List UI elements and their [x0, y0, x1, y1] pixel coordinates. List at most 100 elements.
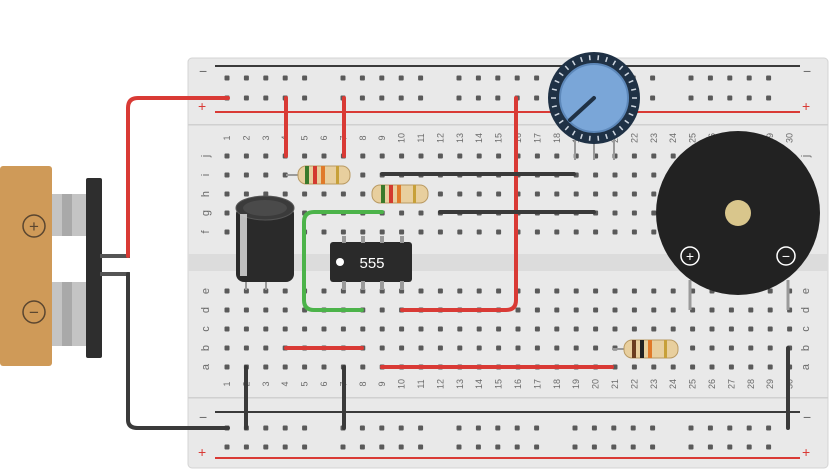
battery-positive-wire[interactable] [126, 96, 230, 258]
hole-top-rail-minus[interactable] [650, 75, 656, 81]
hole-i3[interactable] [263, 172, 269, 178]
hole-top-rail-plus[interactable] [359, 95, 365, 101]
hole-bottom-rail-plus[interactable] [688, 444, 694, 450]
hole-j13[interactable] [457, 153, 463, 159]
hole-e13[interactable] [457, 288, 463, 294]
hole-g10[interactable] [399, 210, 405, 216]
hole-j24[interactable] [670, 153, 676, 159]
jumper-wires[interactable] [244, 96, 790, 430]
hole-top-rail-minus[interactable] [727, 75, 733, 81]
hole-i2[interactable] [243, 172, 249, 178]
hole-h2[interactable] [243, 191, 249, 197]
hole-top-rail-plus[interactable] [495, 95, 501, 101]
hole-g21[interactable] [612, 210, 618, 216]
hole-h1[interactable] [224, 191, 230, 197]
hole-top-rail-minus[interactable] [746, 75, 752, 81]
hole-top-rail-plus[interactable] [475, 95, 481, 101]
hole-b19[interactable] [573, 345, 579, 351]
hole-b27[interactable] [728, 345, 734, 351]
hole-bottom-rail-plus[interactable] [282, 444, 288, 450]
hole-top-rail-plus[interactable] [746, 95, 752, 101]
hole-bottom-rail-plus[interactable] [611, 444, 617, 450]
hole-bottom-rail-minus[interactable] [379, 425, 385, 431]
hole-d9[interactable] [379, 307, 385, 313]
hole-bottom-rail-plus[interactable] [650, 444, 656, 450]
hole-d17[interactable] [534, 307, 540, 313]
hole-bottom-rail-minus[interactable] [630, 425, 636, 431]
hole-f11[interactable] [418, 229, 424, 235]
hole-top-rail-minus[interactable] [398, 75, 404, 81]
hole-h3[interactable] [263, 191, 269, 197]
hole-b14[interactable] [476, 345, 482, 351]
hole-b12[interactable] [437, 345, 443, 351]
hole-bottom-rail-minus[interactable] [282, 425, 288, 431]
hole-bottom-rail-minus[interactable] [766, 425, 772, 431]
hole-i20[interactable] [593, 172, 599, 178]
hole-top-rail-minus[interactable] [766, 75, 772, 81]
hole-top-rail-plus[interactable] [302, 95, 308, 101]
hole-e1[interactable] [224, 288, 230, 294]
hole-j10[interactable] [399, 153, 405, 159]
hole-c17[interactable] [534, 326, 540, 332]
hole-a22[interactable] [631, 364, 637, 370]
hole-c6[interactable] [321, 326, 327, 332]
hole-bottom-rail-plus[interactable] [707, 444, 713, 450]
hole-g23[interactable] [651, 210, 657, 216]
hole-top-rail-plus[interactable] [398, 95, 404, 101]
piezo-buzzer[interactable]: + − [656, 131, 820, 310]
hole-j17[interactable] [534, 153, 540, 159]
hole-c5[interactable] [302, 326, 308, 332]
hole-c22[interactable] [631, 326, 637, 332]
hole-j23[interactable] [651, 153, 657, 159]
hole-top-rail-plus[interactable] [766, 95, 772, 101]
capacitor[interactable] [235, 195, 295, 290]
hole-c11[interactable] [418, 326, 424, 332]
hole-d4[interactable] [282, 307, 288, 313]
hole-bottom-rail-minus[interactable] [495, 425, 501, 431]
hole-f10[interactable] [399, 229, 405, 235]
hole-f20[interactable] [593, 229, 599, 235]
hole-a27[interactable] [728, 364, 734, 370]
hole-h7[interactable] [340, 191, 346, 197]
hole-b10[interactable] [399, 345, 405, 351]
hole-bottom-rail-minus[interactable] [263, 425, 269, 431]
hole-bottom-rail-plus[interactable] [572, 444, 578, 450]
hole-top-rail-plus[interactable] [263, 95, 269, 101]
hole-f22[interactable] [631, 229, 637, 235]
hole-f12[interactable] [437, 229, 443, 235]
hole-d27[interactable] [728, 307, 734, 313]
hole-c10[interactable] [399, 326, 405, 332]
hole-top-rail-minus[interactable] [340, 75, 346, 81]
hole-e11[interactable] [418, 288, 424, 294]
hole-top-rail-plus[interactable] [688, 95, 694, 101]
hole-g22[interactable] [631, 210, 637, 216]
hole-d28[interactable] [748, 307, 754, 313]
hole-bottom-rail-plus[interactable] [302, 444, 308, 450]
hole-d21[interactable] [612, 307, 618, 313]
hole-g1[interactable] [224, 210, 230, 216]
hole-c21[interactable] [612, 326, 618, 332]
resistor-2[interactable] [371, 184, 429, 204]
hole-h23[interactable] [651, 191, 657, 197]
hole-d29[interactable] [767, 307, 773, 313]
potentiometer[interactable] [548, 52, 640, 160]
hole-bottom-rail-plus[interactable] [475, 444, 481, 450]
hole-h5[interactable] [302, 191, 308, 197]
hole-bottom-rail-minus[interactable] [611, 425, 617, 431]
hole-top-rail-minus[interactable] [418, 75, 424, 81]
hole-c3[interactable] [263, 326, 269, 332]
hole-f14[interactable] [476, 229, 482, 235]
hole-d22[interactable] [631, 307, 637, 313]
hole-h21[interactable] [612, 191, 618, 197]
hole-h17[interactable] [534, 191, 540, 197]
hole-j22[interactable] [631, 153, 637, 159]
hole-b20[interactable] [593, 345, 599, 351]
hole-bottom-rail-plus[interactable] [495, 444, 501, 450]
hole-top-rail-plus[interactable] [418, 95, 424, 101]
hole-bottom-rail-minus[interactable] [302, 425, 308, 431]
hole-top-rail-minus[interactable] [302, 75, 308, 81]
hole-j2[interactable] [243, 153, 249, 159]
hole-c24[interactable] [670, 326, 676, 332]
hole-top-rail-plus[interactable] [243, 95, 249, 101]
battery-negative-wire[interactable] [126, 272, 230, 430]
